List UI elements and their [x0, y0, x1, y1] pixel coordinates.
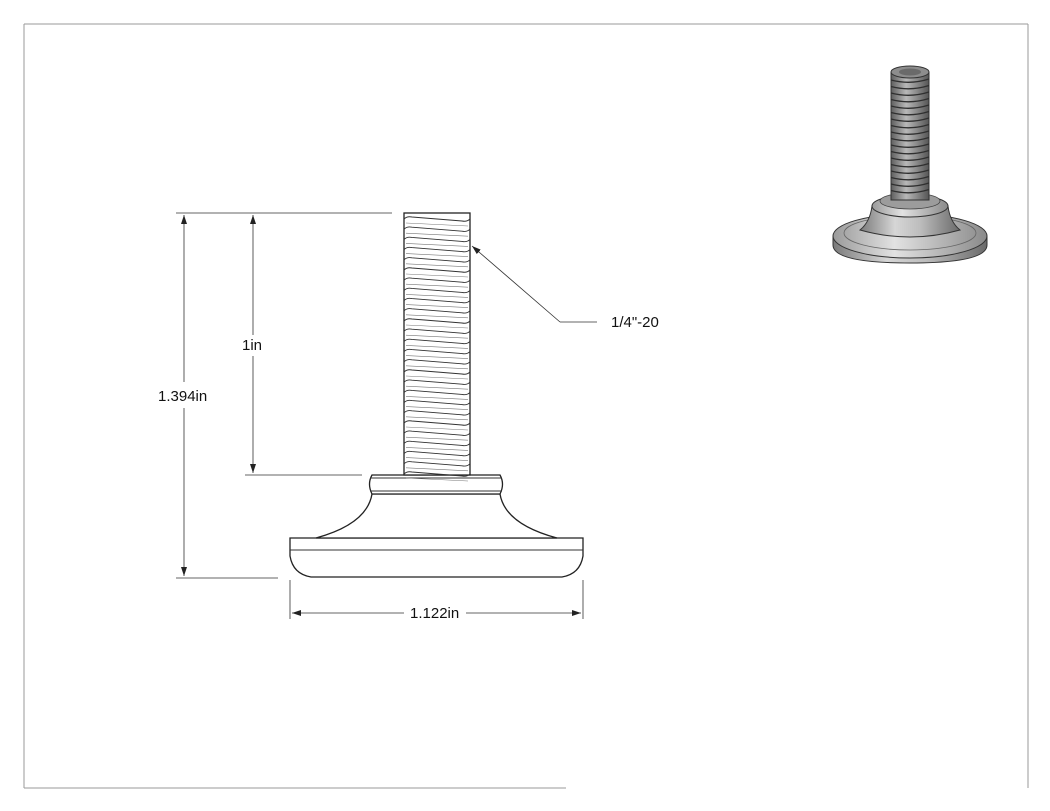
iso-thread-band: [890, 78, 930, 83]
thread-root: [405, 253, 469, 257]
drawing-frame: [23, 23, 1029, 789]
thread-callout: 1/4"-20: [471, 245, 659, 331]
overall-height-dimension: 1.394in: [158, 212, 392, 579]
thread-crest: [403, 277, 471, 283]
thread-crest: [403, 440, 471, 447]
thread-root: [405, 375, 469, 380]
thread-root: [405, 355, 469, 359]
thread-crest: [403, 369, 471, 375]
base-diameter-dimension: 1.122in: [289, 580, 584, 622]
thread-root: [405, 416, 469, 421]
thread-root: [405, 263, 469, 268]
thread-root: [405, 457, 469, 461]
thread-crest: [403, 267, 471, 273]
iso-thread-band: [890, 110, 930, 116]
iso-thread-band: [890, 117, 930, 122]
thread-root: [405, 304, 469, 308]
iso-thread-band: [890, 175, 930, 181]
iso-thread-band: [890, 84, 930, 90]
thread-root: [405, 365, 469, 370]
thread-crest: [403, 216, 471, 222]
thread-root: [405, 447, 469, 451]
thread-crest: [403, 297, 471, 304]
thread-crest: [403, 236, 471, 243]
iso-thread-band: [890, 143, 930, 148]
thread-crest: [403, 430, 471, 436]
thread-root: [405, 436, 469, 441]
thread-crest: [403, 399, 471, 406]
thread-root: [405, 314, 469, 319]
thread-crest: [403, 359, 471, 365]
thread-root: [405, 467, 469, 472]
thread-crest: [403, 450, 471, 457]
front-view: [289, 212, 584, 578]
thread-root: [405, 273, 469, 278]
thread-crest: [403, 461, 471, 467]
thread-root: [405, 385, 469, 390]
isometric-view: [832, 65, 988, 264]
thread-lines: [403, 216, 471, 482]
thread-crest: [403, 246, 471, 253]
iso-thread-band: [890, 130, 930, 135]
thread-root: [405, 477, 469, 482]
thread-crest: [403, 379, 471, 385]
thread-root: [405, 426, 469, 431]
iso-thread-band: [890, 97, 930, 103]
iso-thread-band: [890, 123, 930, 129]
thread-crest: [403, 348, 471, 355]
thread-crest: [403, 389, 471, 396]
thread-length-label: 1in: [242, 337, 262, 354]
thread-root: [405, 294, 469, 298]
thread-root: [405, 324, 469, 329]
iso-thread-band: [890, 156, 930, 161]
iso-thread-lines: [890, 78, 930, 194]
thread-crest: [403, 410, 471, 416]
thread-root: [405, 345, 469, 349]
thread-crest: [403, 338, 471, 345]
thread-length-dimension: 1in: [242, 215, 362, 476]
collar: [315, 474, 558, 539]
thread-root: [405, 334, 469, 339]
iso-thread-band: [890, 182, 930, 187]
thread-root: [405, 232, 469, 237]
base-diameter-label: 1.122in: [410, 605, 459, 622]
iso-thread-band: [890, 169, 930, 174]
thread-root: [405, 243, 469, 247]
thread-crest: [403, 471, 471, 477]
thread-crest: [403, 328, 471, 334]
overall-height-label: 1.394in: [158, 388, 207, 405]
thread-callout-label: 1/4"-20: [611, 314, 659, 331]
iso-thread-band: [890, 188, 930, 194]
base-pad: [289, 537, 584, 578]
threaded-stud: [403, 212, 471, 482]
thread-crest: [403, 226, 471, 232]
iso-thread-band: [890, 136, 930, 142]
iso-thread-band: [890, 91, 930, 96]
iso-thread-band: [890, 104, 930, 109]
iso-thread-band: [890, 149, 930, 155]
thread-crest: [403, 287, 471, 294]
iso-thread-band: [890, 162, 930, 168]
thread-root: [405, 406, 469, 410]
thread-crest: [403, 308, 471, 314]
thread-root: [405, 222, 469, 227]
thread-crest: [403, 257, 471, 263]
thread-root: [405, 396, 469, 400]
thread-crest: [403, 420, 471, 426]
thread-crest: [403, 318, 471, 324]
thread-root: [405, 283, 469, 288]
